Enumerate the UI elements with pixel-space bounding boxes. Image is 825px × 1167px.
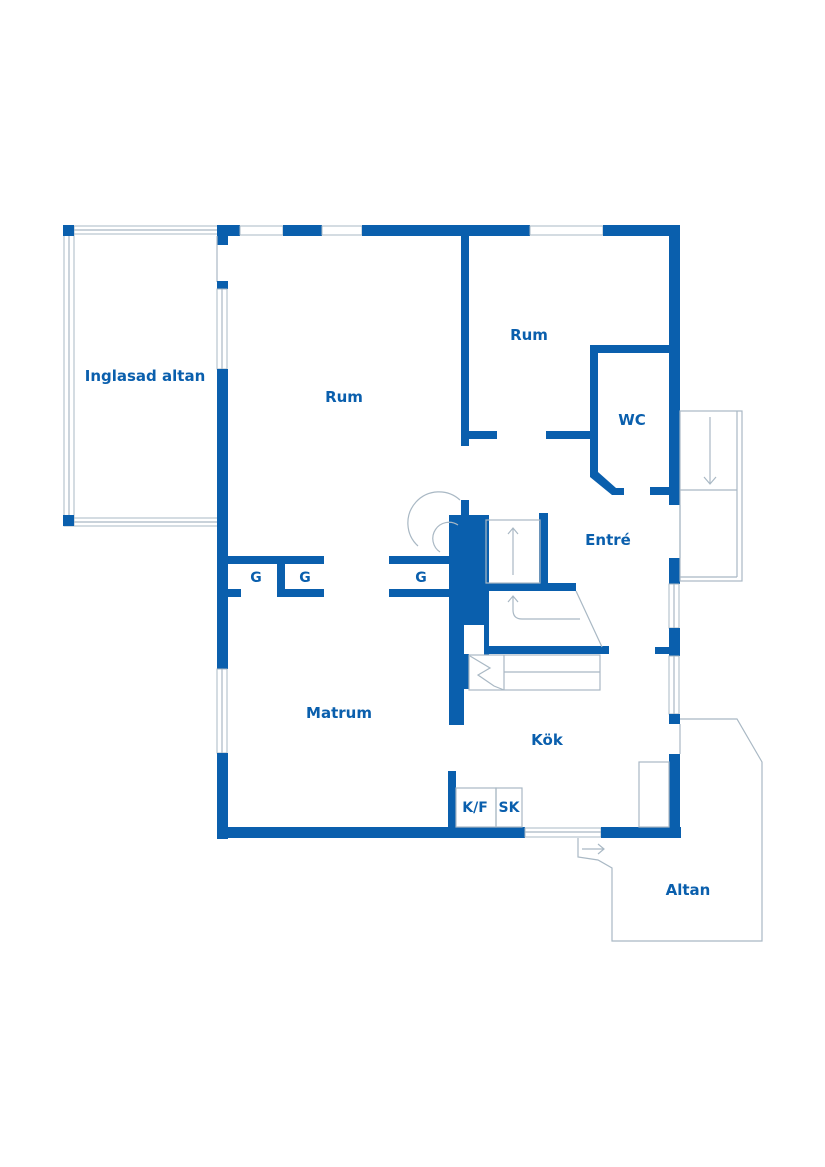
interior-walls (227, 232, 672, 831)
fridge-freezer-label: K/F (462, 800, 488, 816)
closet-label: G (250, 570, 262, 586)
stairs (407, 491, 603, 691)
entrance-steps (679, 410, 743, 582)
room-label-rum-small: Rum (510, 326, 548, 344)
room-label-inglasad-altan: Inglasad altan (84, 367, 206, 385)
closet-label: G (415, 570, 427, 586)
room-label-matrum: Matrum (306, 704, 372, 722)
exterior-walls (216, 225, 681, 839)
room-label-entre: Entré (585, 531, 631, 549)
room-label-kok: Kök (531, 731, 563, 749)
cabinet-label: SK (498, 800, 520, 816)
room-label-altan: Altan (665, 881, 711, 899)
deck (577, 718, 763, 942)
closet-label: G (299, 570, 311, 586)
room-label-rum: Rum (325, 388, 363, 406)
kitchen-fixtures (455, 761, 670, 828)
room-label-wc: WC (618, 411, 646, 429)
glazed-porch (63, 225, 219, 527)
